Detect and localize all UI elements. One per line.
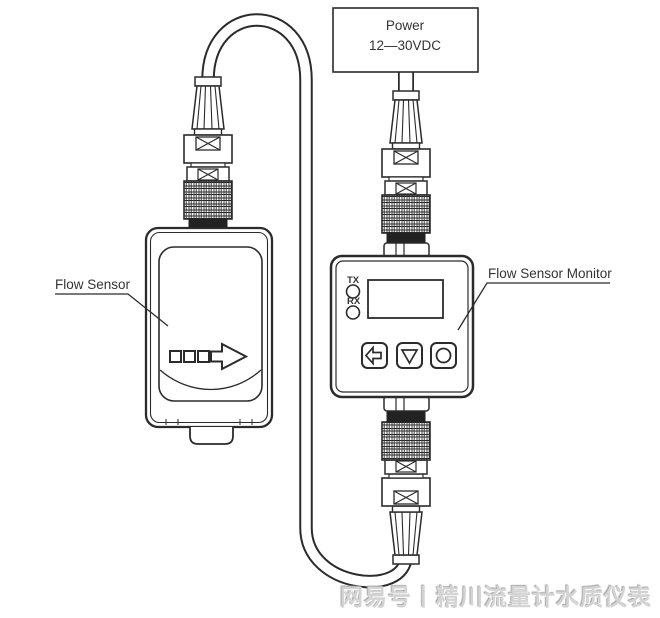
- sensor-top-connector: [183, 76, 233, 230]
- monitor-bottom-connector: [381, 411, 431, 565]
- flow-sensor-leader-line: [55, 293, 169, 327]
- sensor-bottom-tab: [189, 427, 234, 445]
- rx-led: [345, 305, 361, 320]
- flow-sensor-label: Flow Sensor: [55, 277, 131, 292]
- down-triangle-icon: [400, 349, 419, 365]
- monitor-top-connector: [381, 90, 431, 244]
- lcd-display: [367, 279, 444, 319]
- tx-label: TX: [347, 275, 360, 286]
- flow-sensor-monitor-callout: Flow Sensor Monitor: [457, 266, 612, 331]
- flow-sensor-monitor-device: TX RX: [329, 254, 475, 399]
- flow-sensor-monitor-leader-line: [457, 282, 610, 331]
- monitor-down-button: [396, 342, 423, 369]
- power-supply-box: Power 12—30VDC: [332, 7, 479, 73]
- power-voltage: 12—30VDC: [369, 38, 441, 53]
- circle-icon: [435, 347, 452, 364]
- monitor-enter-button: [430, 342, 457, 369]
- flow-sensor-callout: Flow Sensor: [55, 277, 169, 327]
- flow-sensor-monitor-label: Flow Sensor Monitor: [488, 266, 612, 281]
- monitor-back-button: [361, 342, 388, 369]
- power-title: Power: [386, 18, 425, 33]
- flow-sensor-device: [144, 226, 274, 445]
- tx-led: [345, 284, 361, 299]
- rx-label: RX: [347, 296, 361, 307]
- watermark-text: 网易号丨精川流量计水质仪表: [340, 585, 652, 611]
- left-arrow-icon: [364, 345, 382, 366]
- signal-cable: [201, 13, 413, 589]
- flow-direction-icon: [169, 342, 249, 371]
